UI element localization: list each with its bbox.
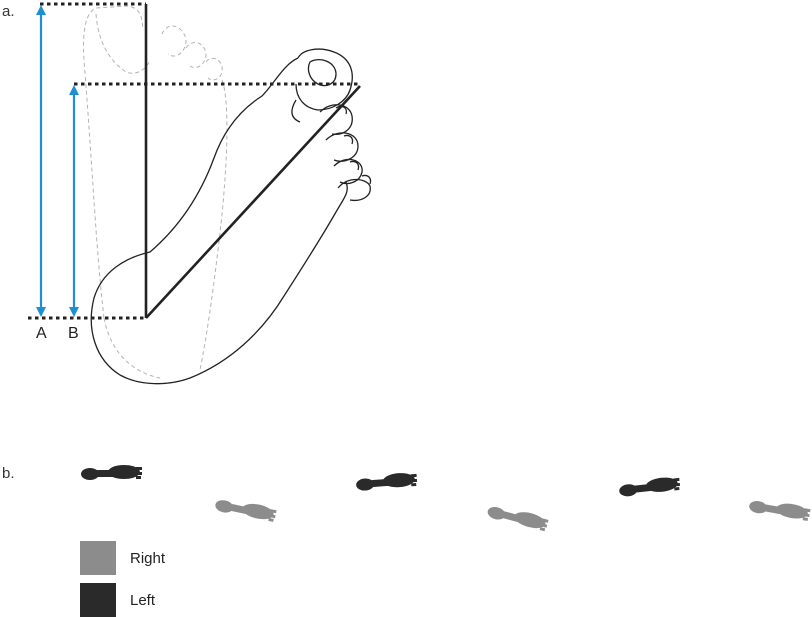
footprint [355,471,418,492]
footprint [486,502,550,533]
legend-swatch-left [80,583,116,617]
upright-foot-outline [83,5,228,379]
footprint [81,465,142,480]
measurement-guides [28,2,360,320]
legend-label-left: Left [130,592,156,609]
axis-lines [144,4,361,319]
footprint [618,475,681,498]
legend-swatch-right [80,541,116,575]
panel-b: b. [2,465,811,617]
panel-a: a. [2,2,372,385]
footprint [748,496,811,523]
legend: Right Left [80,541,166,617]
panel-b-label: b. [2,465,15,482]
footprint [214,495,278,524]
panel-a-label: a. [2,3,15,20]
legend-label-right: Right [130,550,166,567]
rotated-foot-outline [90,48,372,385]
measure-b-label: B [68,325,79,342]
diagonal-axis-line [145,85,361,319]
measure-a-label: A [36,325,47,342]
